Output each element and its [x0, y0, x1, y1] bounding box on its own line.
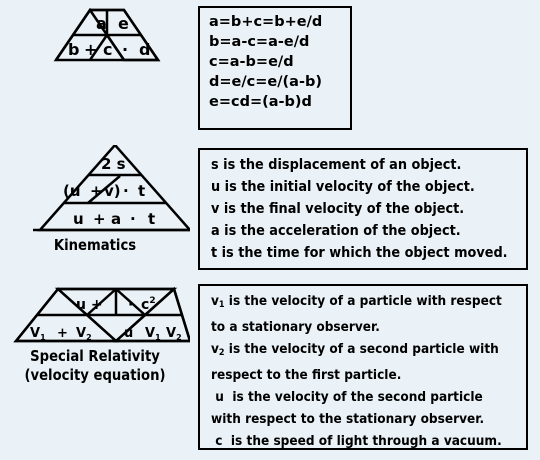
- tri3-bl-plus: +: [57, 326, 68, 341]
- definition-line: to a stationary observer.: [211, 319, 380, 335]
- definition-line: c is the speed of light through a vacuum…: [211, 433, 502, 449]
- tri3-top-dot: ·: [128, 297, 133, 313]
- tri2-slash: [87, 175, 121, 204]
- definition-line: v1 is the velocity of a particle with re…: [211, 293, 502, 310]
- tri1-c: c: [103, 40, 112, 59]
- tri3-top-c: c2: [141, 296, 156, 313]
- tri2-mid-plus: +: [90, 182, 103, 200]
- tri2-mid-t: t: [138, 182, 145, 200]
- tri2-mid-dot: ·: [123, 182, 129, 200]
- definition-line: u is the initial velocity of the object.: [211, 179, 475, 195]
- tri2-bottom-u: u: [73, 210, 84, 228]
- definition-line: v2 is the velocity of a second particle …: [211, 341, 499, 358]
- kinematics-definitions-box: s is the displacement of an object. u is…: [198, 148, 528, 270]
- relativity-triangle: u + · c2 V1 + V2 u V1 V2: [13, 286, 190, 343]
- definition-line: a is the acceleration of the object.: [211, 223, 461, 239]
- equation-line: c=a-b=e/d: [209, 54, 294, 70]
- tri1-e: e: [118, 14, 129, 33]
- tri1-plus: +: [84, 40, 97, 59]
- tri2-bottom-t: t: [148, 210, 155, 228]
- tri3-bl-v2: V2: [76, 326, 92, 342]
- tri1-b: b: [68, 40, 79, 59]
- triangle-diagram-basic: a e b + c · d: [53, 7, 161, 62]
- tri2-top: 2 s: [101, 155, 126, 173]
- tri2-bottom-dot: ·: [130, 210, 136, 228]
- equations-box: a=b+c=b+e/d b=a-c=a-e/d c=a-b=e/d d=e/c=…: [198, 6, 352, 130]
- equation-line: b=a-c=a-e/d: [209, 34, 310, 50]
- tri2-bottom-plus: +: [93, 210, 106, 228]
- equation-line: e=cd=(a-b)d: [209, 94, 312, 110]
- tri3-br-v2: V2: [166, 326, 182, 342]
- equation-line: a=b+c=b+e/d: [209, 14, 323, 30]
- tri3-br-u: u: [124, 326, 133, 341]
- kinematics-triangle: 2 s (u + v) · t u + a · t: [33, 145, 190, 232]
- tri2-mid-u: (u: [63, 182, 81, 200]
- kinematics-caption: Kinematics: [53, 236, 137, 254]
- relativity-caption-1: Special Relativity: [30, 347, 160, 365]
- tri3-top-left: u +: [76, 297, 103, 313]
- tri3-br-v1: V1: [145, 326, 161, 342]
- relativity-definitions-box: v1 is the velocity of a particle with re…: [198, 284, 528, 450]
- tri3-bl-v1: V1: [30, 326, 46, 342]
- tri2-bottom-a: a: [111, 210, 121, 228]
- equation-line: d=e/c=e/(a-b): [209, 74, 322, 90]
- tri1-dot: ·: [122, 40, 128, 59]
- relativity-caption-2: (velocity equation): [24, 366, 166, 384]
- definition-line: with respect to the stationary observer.: [211, 411, 485, 427]
- definition-line: respect to the first particle.: [211, 367, 402, 383]
- definition-line: v is the final velocity of the object.: [211, 201, 465, 217]
- tri1-a: a: [96, 14, 107, 33]
- definition-line: s is the displacement of an object.: [211, 157, 462, 173]
- definition-line: u is the velocity of the second particle: [211, 389, 483, 405]
- definition-line: t is the time for which the object moved…: [211, 245, 508, 261]
- tri1-d: d: [139, 40, 150, 59]
